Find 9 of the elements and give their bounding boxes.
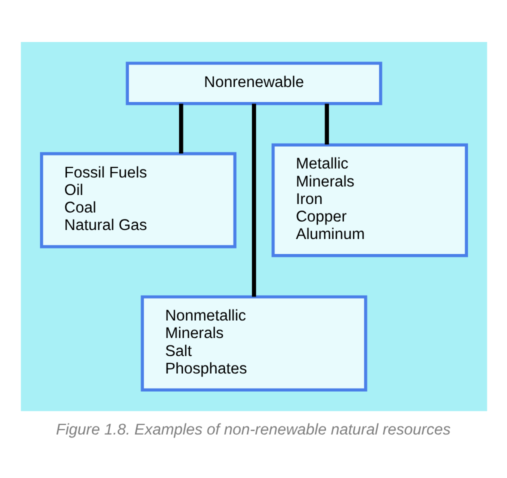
connector [251,103,256,296]
node-box: Nonmetallic Minerals Salt Phosphates [140,294,367,391]
caption: Figure 1.8. Examples of non-renewable natural resources [56,420,450,438]
connector [324,103,328,144]
node-box: Fossil Fuels Oil Coal Natural Gas [40,152,236,248]
connector [178,103,183,153]
node-box: Metallic Minerals Iron Copper Aluminum [271,142,468,257]
cluster [20,42,487,411]
node-box: Nonrenewable [125,61,382,105]
